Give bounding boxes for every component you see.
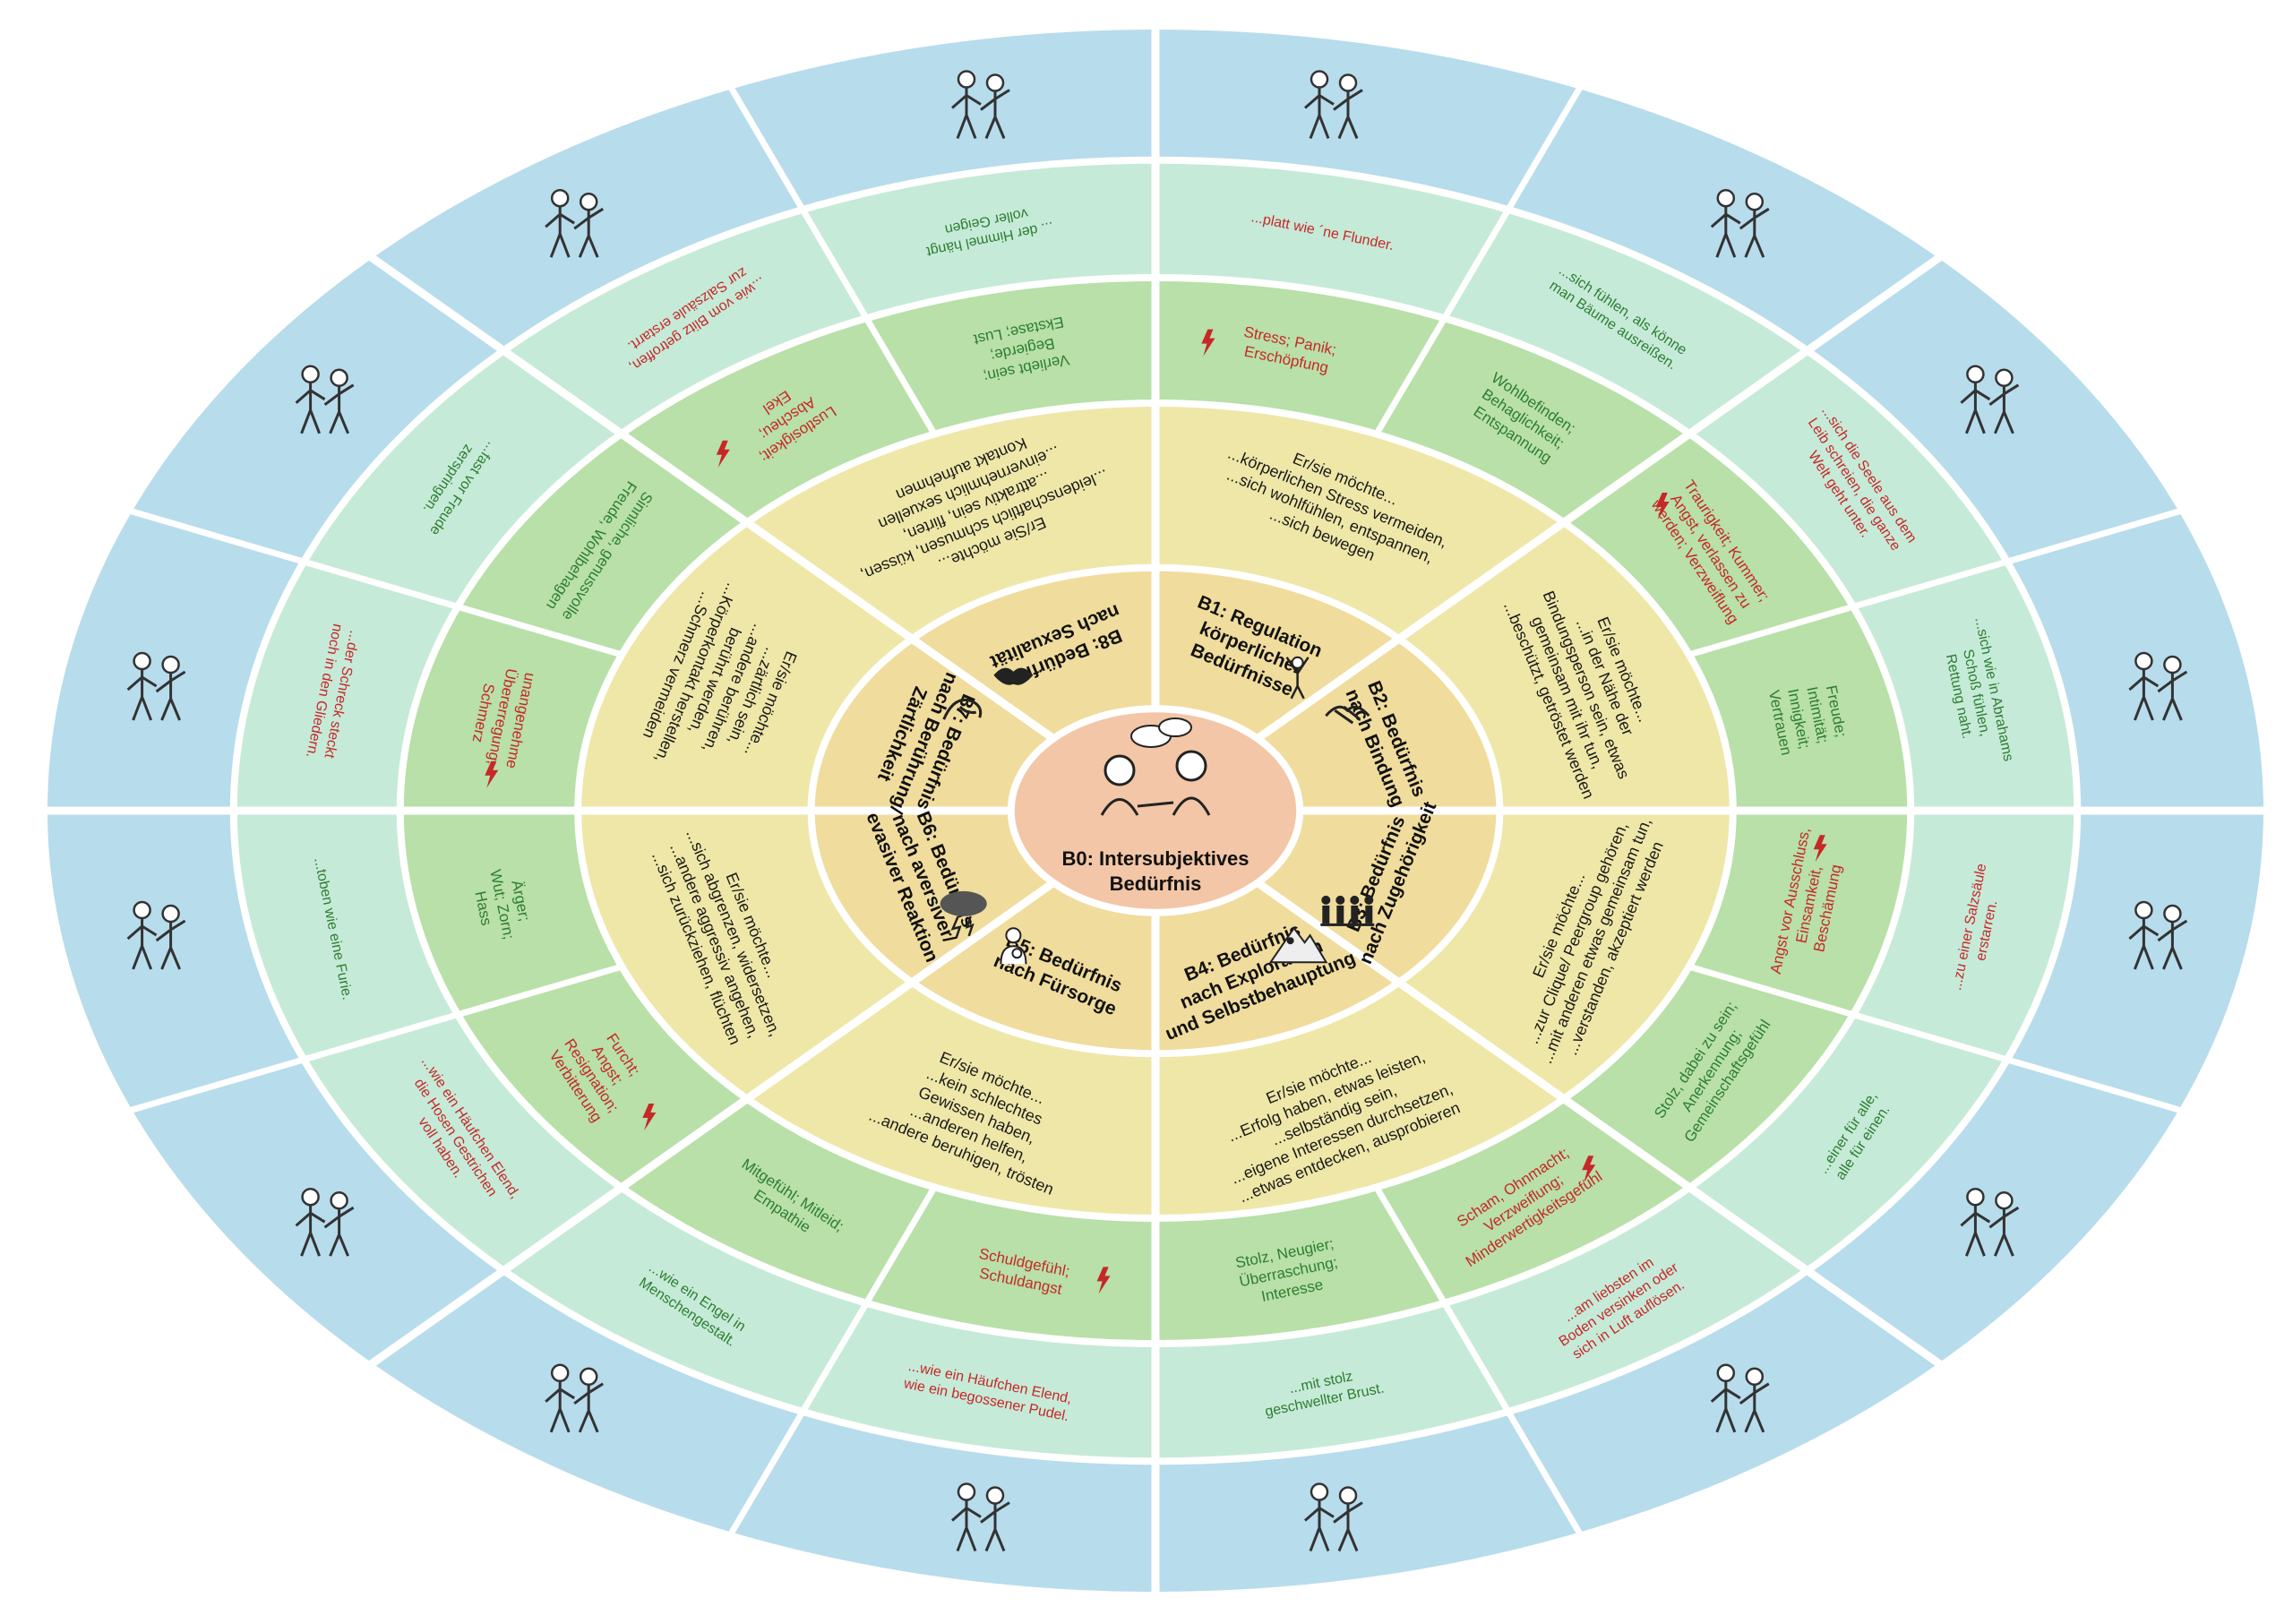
two-people-talking-icon [1100,717,1211,816]
sub-divider-line [1373,84,1584,436]
storm-cloud-icon [940,890,987,939]
illustration-figure-icon [295,1187,355,1257]
illustration-figure-icon [1304,1482,1363,1552]
sub-divider-line [1688,963,2183,1114]
illustration-figure-icon [545,188,604,258]
group-holding-hands-icon [1320,895,1375,926]
handshake-icon [1325,705,1370,725]
caressing-hand-icon [942,698,983,720]
lightning-icon [642,1104,657,1130]
illustration-figure-icon [1304,70,1363,140]
sub-divider-line [1373,1185,1584,1537]
lightning-icon [716,440,730,468]
illustration-figure-icon [1710,188,1770,258]
lightning-icon [1096,1267,1111,1294]
lightning-icon [1582,1156,1596,1183]
lightning-icon [1813,835,1827,863]
sector-divider-line [367,879,1056,1369]
sub-divider-line [128,963,623,1114]
illustration-figure-icon [126,900,186,970]
sub-divider-line [1688,507,2183,658]
caregiver-with-baby-icon [1000,927,1027,965]
illustration-figure-icon [295,365,355,434]
icons-layer [126,70,2188,1552]
center-label-line1: B0: Intersubjektives [1061,847,1249,870]
illustration-figure-icon [545,1363,604,1433]
lightning-icon [1655,493,1670,520]
sector-dividers [45,27,2266,1594]
mountain-climber-icon [1268,926,1328,964]
center-label-line2: Bedürfnis [1110,872,1202,895]
illustration-figure-icon [1710,1363,1770,1433]
illustration-figure-icon [2128,651,2188,721]
illustration-figure-icon [1960,1187,2020,1257]
lightning-icon [1201,329,1215,357]
sector-divider-line [1255,253,1944,743]
center-node: B0: Intersubjektives Bedürfnis [1061,717,1250,895]
sub-divider-line [128,507,623,658]
illustration-figure-icon [1960,365,2020,434]
illustration-figure-icon [951,1482,1010,1552]
illustration-figure-icon [126,651,186,721]
illustration-figure-icon [2128,900,2188,970]
lightning-icon [485,760,499,788]
sector-divider-line [1255,879,1944,1369]
sub-divider-line [727,1185,938,1537]
sub-divider-line [727,84,938,436]
kissing-lips-icon [993,667,1034,685]
illustration-figure-icon [951,70,1010,140]
sector-divider-line [367,253,1056,743]
person-arms-raised-icon [1285,656,1310,700]
